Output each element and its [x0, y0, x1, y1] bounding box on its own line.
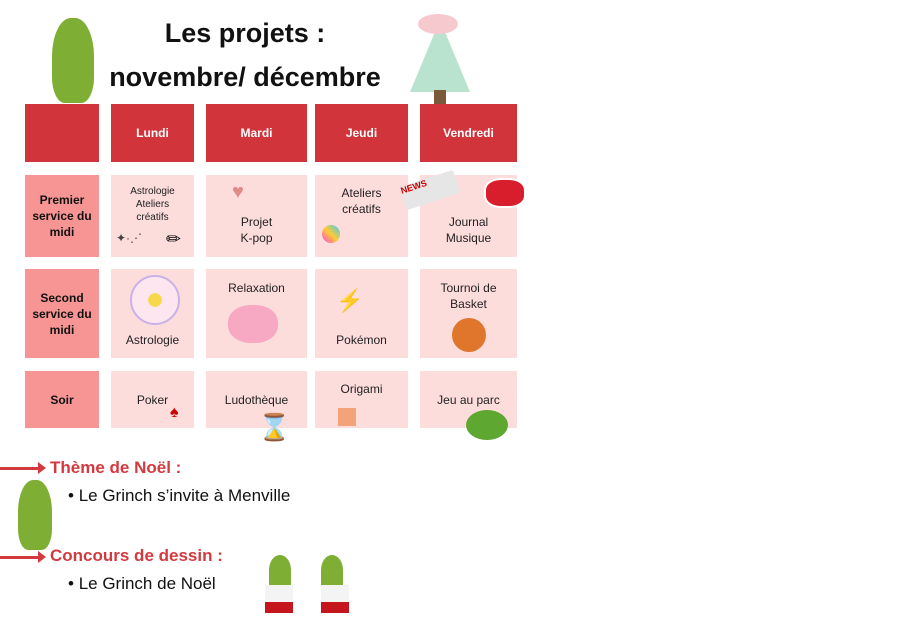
page-title-line2: novembre/ décembre [109, 62, 381, 92]
grinch-image [52, 18, 94, 103]
basketball-icon [452, 318, 486, 352]
cell-lundi-premier: Astrologie Ateliers créatifs [111, 175, 194, 257]
arrow-icon [0, 551, 46, 563]
brain-icon [228, 305, 278, 343]
paint-tube-icon [322, 225, 340, 243]
cell-lundi-soir: Poker [111, 371, 194, 428]
cell-text: Tournoi de Basket [440, 281, 497, 311]
cell-jeudi-premier: Ateliers créatifs [315, 175, 408, 257]
cell-text: Relaxation [228, 281, 285, 295]
page-title-line1: Les projets : [164, 18, 326, 48]
constellation-icon: ✦·⋰ [116, 231, 143, 245]
cell-jeudi-soir: Origami [315, 371, 408, 428]
cell-text: Journal Musique [445, 215, 492, 245]
row-label-soir: Soir [25, 371, 99, 428]
arrow-icon [0, 462, 46, 474]
section-heading-contest: Concours de dessin : [50, 546, 223, 565]
pencil-cup-icon: ✏ [166, 229, 182, 249]
hourglass-icon: ⌛ [258, 412, 291, 442]
cell-mardi-premier: Projet K-pop [206, 175, 307, 257]
poker-chips-icon: ♠ [170, 404, 179, 421]
bullet-text: Le Grinch s’invite à Menville [78, 486, 291, 505]
section-heading-theme: Thème de Noël : [50, 458, 182, 477]
drum-icon [484, 178, 526, 208]
cell-jeudi-second: Pokémon [315, 269, 408, 358]
bullet-text: Le Grinch de Noël [78, 574, 216, 593]
finger-heart-icon: ♥ [232, 181, 244, 203]
header-vendredi: Vendredi [420, 104, 517, 162]
row-label-premier: Premier service du midi [25, 175, 99, 257]
header-corner [25, 104, 99, 162]
zodiac-wheel-icon [130, 275, 180, 325]
cell-text: Origami [340, 382, 383, 396]
tree-trunk [434, 90, 446, 104]
bow-icon [418, 14, 458, 34]
cell-text: Projet K-pop [240, 215, 273, 245]
grinch-hands-heart-image [265, 555, 349, 613]
section-bullet-contest: • Le Grinch de Noël [68, 574, 216, 593]
header-lundi: Lundi [111, 104, 194, 162]
pokemon-icon: ⚡ [336, 288, 364, 313]
header-mardi: Mardi [206, 104, 307, 162]
section-bullet-theme: • Le Grinch s’invite à Menville [68, 486, 291, 505]
grinch-face-image [18, 480, 52, 550]
cell-text: Astrologie [125, 333, 180, 347]
row-label-second: Second service du midi [25, 269, 99, 358]
cell-text: Pokémon [336, 333, 387, 347]
tree-icon [466, 410, 508, 440]
cell-text: Ateliers créatifs [341, 186, 382, 216]
header-jeudi: Jeudi [315, 104, 408, 162]
cell-text: Astrologie Ateliers créatifs [130, 186, 175, 223]
cell-mardi-soir: Ludothèque [206, 371, 307, 428]
origami-icon [338, 408, 356, 426]
